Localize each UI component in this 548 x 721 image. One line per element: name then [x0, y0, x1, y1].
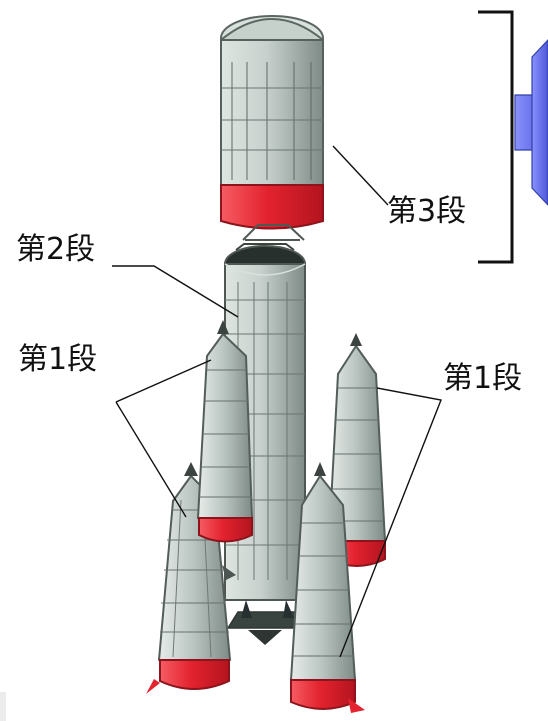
stage2-label: 第2段 [16, 232, 96, 267]
stage1-left-leader-lines [115, 359, 212, 518]
stage3-bracket [478, 10, 514, 264]
stage1-left-label: 第1段 [18, 342, 98, 377]
stage2-leader-line [112, 265, 239, 318]
stage3-label: 第3段 [387, 194, 467, 229]
arrow-icon [514, 39, 548, 206]
stage1-right-label: 第1段 [443, 361, 523, 396]
stage3-leader-line [332, 145, 389, 206]
booster-back-left [196, 320, 254, 543]
stage1-right-leader-lines [339, 387, 442, 658]
corner-artifact [0, 692, 6, 721]
stage3-rocket [220, 15, 324, 241]
booster-front-right [289, 462, 365, 713]
